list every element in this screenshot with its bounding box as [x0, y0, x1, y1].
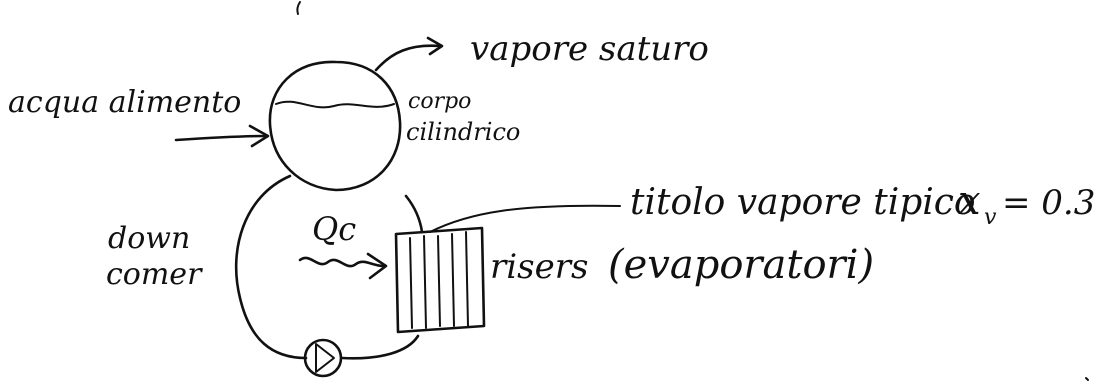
label-steam-quality: titolo vapore tipico — [630, 182, 976, 223]
label-quality-subscript: v — [984, 205, 997, 230]
risers-to-drum-pipe — [404, 194, 424, 234]
label-downcomer-line1: down — [108, 221, 190, 256]
label-saturated-steam: vapore saturo — [470, 29, 709, 69]
label-feed-water: acqua alimento — [8, 85, 241, 120]
pump-symbol — [303, 338, 343, 378]
label-evaporators: (evaporatori) — [608, 242, 874, 288]
heat-input-arrow — [298, 252, 388, 280]
drum — [268, 60, 402, 192]
label-downcomer-line2: comer — [106, 257, 203, 292]
label-quality-symbol: x — [958, 178, 981, 224]
steam-outlet-arrow — [374, 36, 444, 72]
drum-water-level — [275, 100, 395, 109]
quality-leader-line — [429, 204, 621, 233]
label-quality-value: = 0.3 — [1002, 183, 1095, 223]
label-drum-line2: cilindrico — [406, 118, 520, 146]
margin-dot — [1085, 377, 1089, 381]
top-pen-mark — [296, 1, 301, 15]
risers-frame — [394, 226, 486, 334]
downcomer-pipe — [234, 174, 308, 360]
risers-tube-bank — [394, 226, 486, 334]
label-risers: risers — [490, 247, 588, 287]
circulation-loop — [234, 174, 424, 360]
label-heat: Qc — [312, 210, 356, 248]
label-drum-line1: corpo — [408, 89, 471, 114]
pump-to-risers-pipe — [340, 334, 420, 360]
feed-water-arrow — [174, 124, 270, 148]
drum-outline — [268, 60, 402, 192]
